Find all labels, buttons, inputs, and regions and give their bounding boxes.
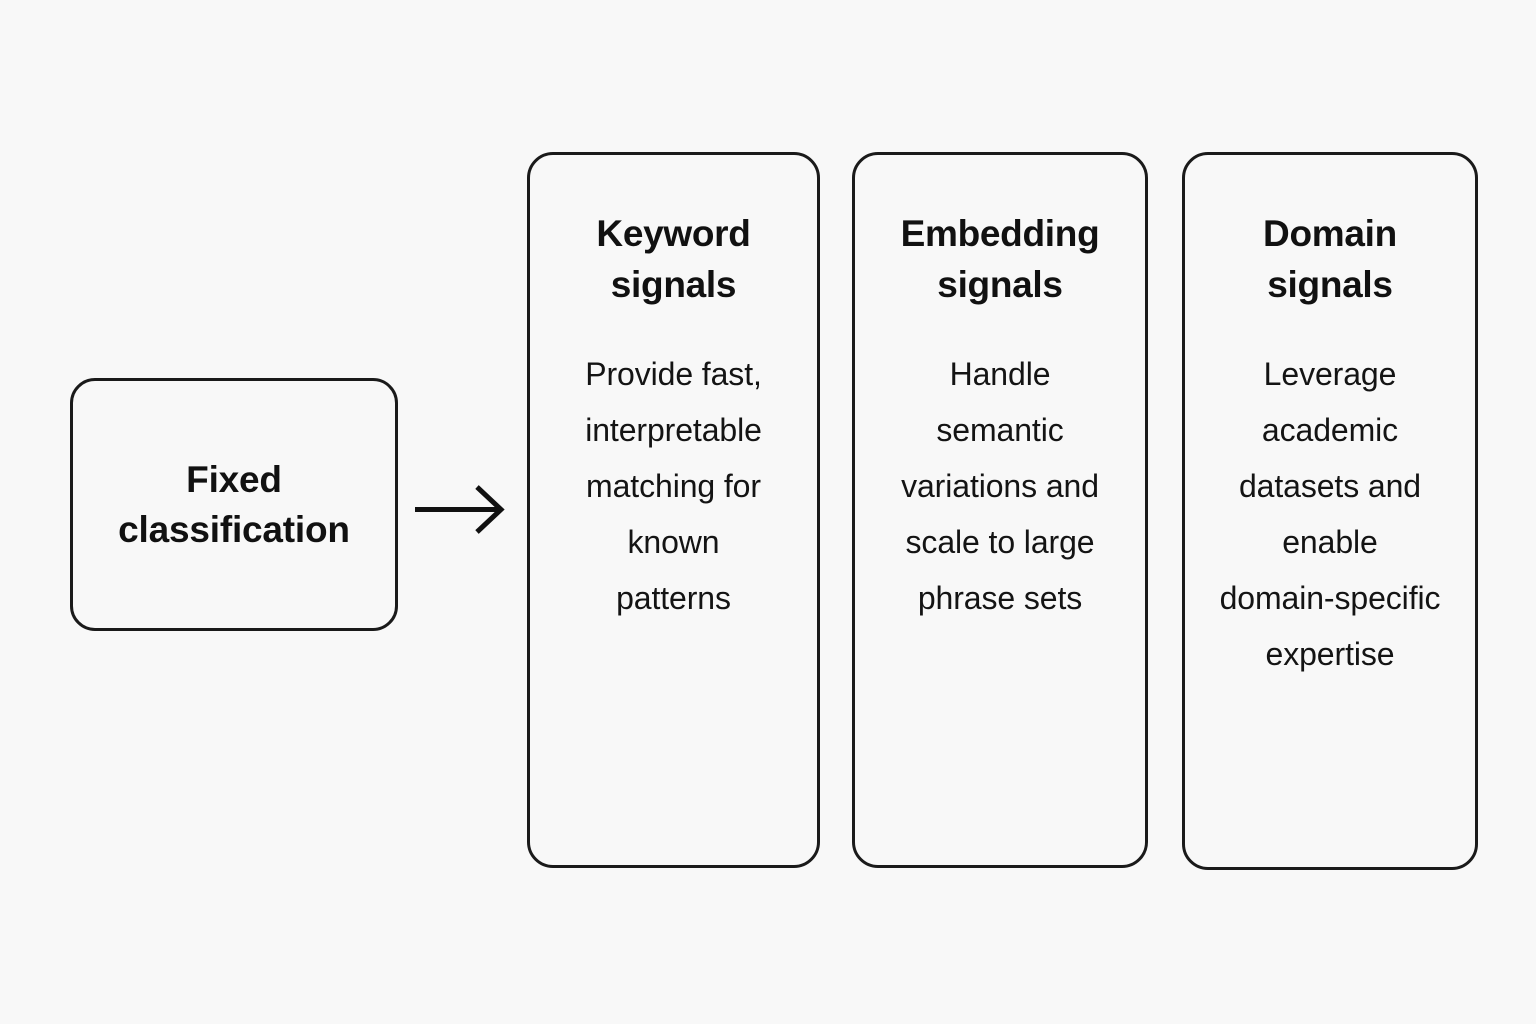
panel-embedding-signals[interactable]: Embedding signals Handle semantic variat… [852,152,1148,868]
panel-keyword-signals-body: Provide fast, interpretable matching for… [585,356,762,617]
panel-embedding-signals-body: Handle semantic variations and scale to … [901,356,1099,617]
panel-domain-signals-body: Leverage academic datasets and enable do… [1219,356,1441,673]
arrow-right-glyph [415,485,505,534]
panel-keyword-signals[interactable]: Keyword signals Provide fast, interpreta… [527,152,820,868]
panel-embedding-signals-title: Embedding signals [900,213,1100,305]
node-fixed-classification-label: Fixed classification [118,458,350,550]
panel-domain-signals-title: Domain signals [1263,213,1397,305]
node-fixed-classification[interactable]: Fixed classification [70,378,398,631]
panel-keyword-signals-title: Keyword signals [596,213,751,305]
arrow-right-icon [408,478,512,542]
panel-domain-signals[interactable]: Domain signals Leverage academic dataset… [1182,152,1478,870]
